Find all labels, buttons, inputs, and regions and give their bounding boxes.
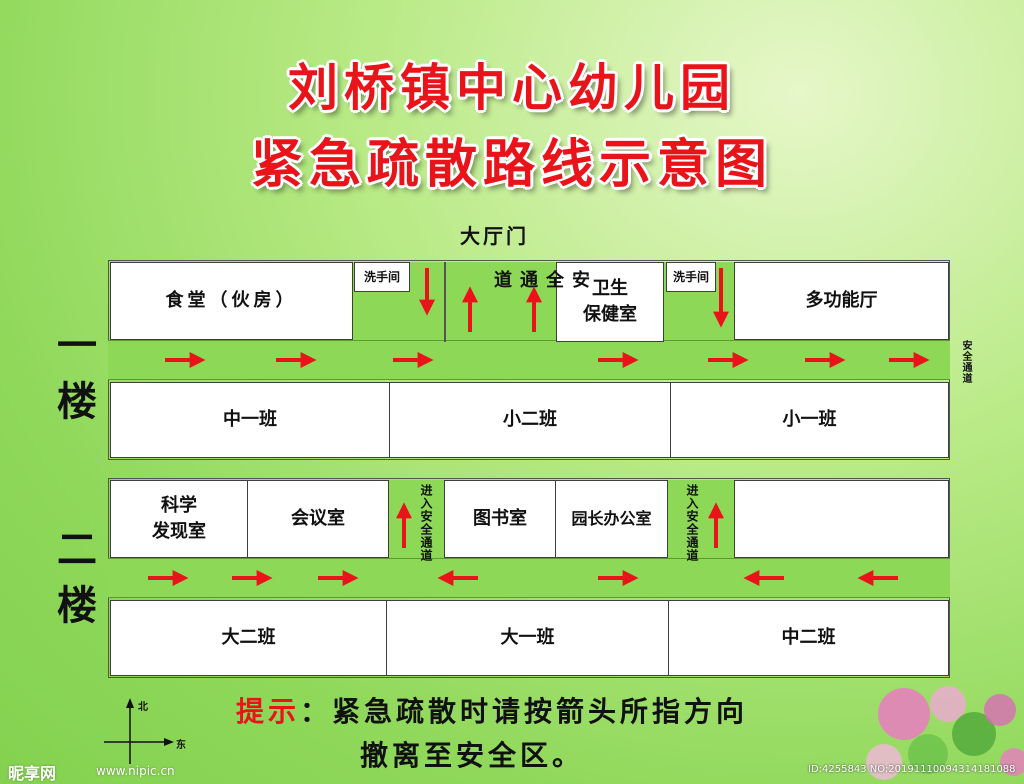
room-library: 图书室: [444, 480, 556, 558]
room-health-label: 卫生 保健室: [583, 278, 637, 325]
room-washroom-left: 洗手间: [354, 262, 410, 292]
room-principal: 园长办公室: [555, 480, 668, 558]
floor1-safe-channel-label: 安 全 通 道: [488, 270, 592, 289]
floor2-entry-right-label: 进入安全通道: [685, 484, 699, 562]
decorative-flowers: [866, 686, 1024, 780]
floor1-char1: 一: [57, 322, 97, 369]
floor2-green-left: [388, 480, 444, 560]
room-class-z2: 中二班: [668, 600, 949, 676]
floor2-entry-left-label: 进入安全通道: [419, 484, 433, 562]
room-blank: [734, 480, 949, 558]
compass-north-label: 北: [138, 702, 148, 713]
watermark-logo: 昵享网: [8, 764, 57, 783]
title-line2: 紧急疏散路线示意图: [250, 134, 773, 195]
room-meeting: 会议室: [247, 480, 389, 558]
compass-north-arrowhead: [126, 698, 134, 708]
room-class-z1: 中一班: [110, 382, 390, 458]
room-multi-hall: 多功能厅: [734, 262, 949, 340]
floor1-char2: 楼: [57, 378, 97, 425]
hall-door-label: 大厅门: [460, 224, 529, 248]
floor2-label: 二 楼: [52, 522, 102, 634]
room-health: 卫生 保健室: [556, 262, 664, 342]
floor1-divider-left: [444, 262, 446, 342]
tip-colon: ：: [300, 695, 333, 728]
room-science: 科学 发现室: [110, 480, 248, 558]
tip-text1: 紧急疏散时请按箭头所指方向: [332, 695, 749, 728]
room-class-x2: 小二班: [389, 382, 671, 458]
tip-label: 提示: [236, 695, 301, 728]
room-washroom-right: 洗手间: [666, 262, 716, 292]
compass-east-arrowhead: [164, 738, 174, 746]
watermark-url: www.nipic.cn: [96, 764, 175, 778]
floor2-green-right: [668, 480, 734, 560]
tip-line1: 提示：紧急疏散时请按箭头所指方向: [236, 690, 748, 730]
floor1-side-exit-label: 安全通道: [960, 340, 971, 384]
floor1-label: 一 楼: [52, 318, 102, 430]
compass-east-label: 东: [176, 740, 186, 751]
room-class-d1: 大一班: [386, 600, 669, 676]
title-line1: 刘桥镇中心幼儿园: [288, 58, 736, 117]
watermark-id: ID:4255843 NO:20191110094314181088: [808, 764, 1016, 775]
tip-line2: 撤离至安全区。: [360, 739, 585, 772]
floor1-corridor: [108, 340, 950, 380]
room-science-label: 科学 发现室: [152, 495, 206, 542]
floor2-char2: 楼: [57, 582, 97, 629]
room-canteen: 食堂（伙房）: [110, 262, 353, 340]
safe-channel-text: 安 全 通 道: [491, 270, 590, 289]
room-class-x1: 小一班: [670, 382, 949, 458]
floor2-char1: 二: [57, 526, 97, 573]
